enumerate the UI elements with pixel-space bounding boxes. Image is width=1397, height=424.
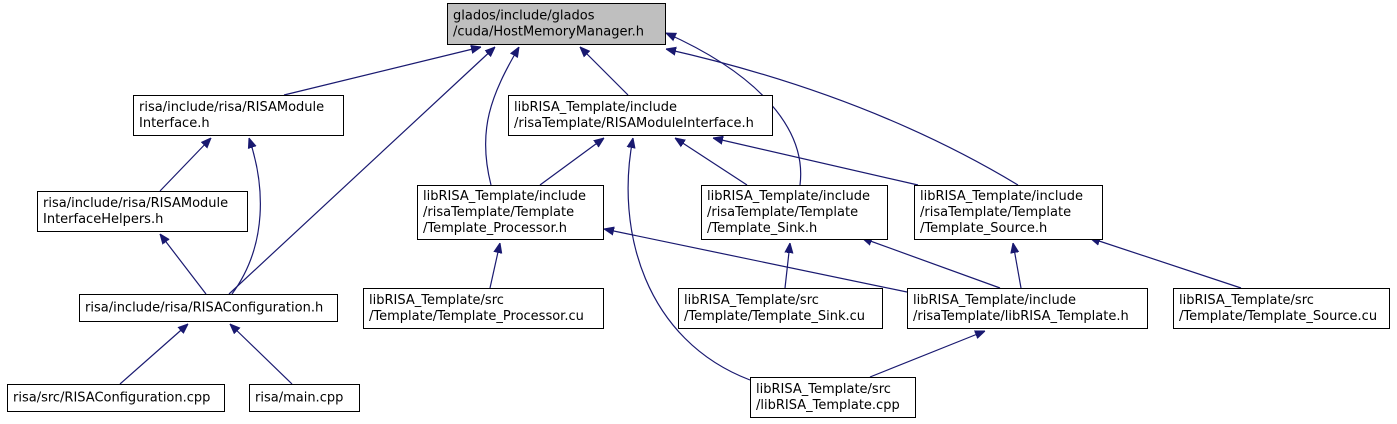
node-box <box>133 95 344 136</box>
node-label-line: libRISA_Template/include <box>707 189 870 204</box>
node-box <box>914 185 1103 240</box>
node-box <box>750 377 916 418</box>
edge-librisa_tmpl_h-to-tmpl_sink_h <box>862 238 1001 289</box>
edge-tmpl_source_h-to-hostmem <box>666 49 1019 186</box>
node-label-line: /risaTemplate/Template <box>423 205 574 220</box>
node-box <box>363 288 604 329</box>
node-risa_config_cpp[interactable]: risa/src/RISAConfiguration.cpp <box>7 384 225 412</box>
node-box <box>701 185 888 240</box>
node-box <box>417 185 604 240</box>
edge-tmpl_sink_cu-to-tmpl_sink_h <box>785 243 790 289</box>
node-label-line: libRISA_Template/src <box>684 293 819 308</box>
node-librisa_tmpl_cpp[interactable]: libRISA_Template/src/libRISA_Template.cp… <box>750 377 916 418</box>
node-label-line: /risaTemplate/RISAModuleInterface.h <box>514 116 754 131</box>
node-label-line: libRISA_Template/include <box>514 100 677 115</box>
node-label-line: glados/include/glados <box>453 9 595 24</box>
node-label-line: libRISA_Template/src <box>1179 293 1314 308</box>
node-box <box>79 294 338 322</box>
node-box <box>678 288 883 329</box>
node-label-line: /Template/Template_Processor.cu <box>369 309 584 324</box>
node-tmpl_source_h[interactable]: libRISA_Template/include/risaTemplate/Te… <box>914 185 1103 240</box>
node-label-line: risa/src/RISAConfiguration.cpp <box>13 391 210 406</box>
edge-tmpl_processor_h-to-hostmem <box>485 47 519 186</box>
node-label-line: /risaTemplate/Template <box>920 205 1071 220</box>
node-label-line: risa/include/risa/RISAModule <box>43 196 228 211</box>
node-risa_module_if[interactable]: risa/include/risa/RISAModuleInterface.h <box>133 95 344 136</box>
edge-tmpl_source_h-to-tmpl_module_if <box>713 138 919 186</box>
node-tmpl_module_if[interactable]: libRISA_Template/include/risaTemplate/RI… <box>508 95 773 136</box>
node-label-line: libRISA_Template/include <box>920 189 1083 204</box>
node-label-line: /libRISA_Template.cpp <box>756 398 900 413</box>
node-label-line: InterfaceHelpers.h <box>43 212 163 227</box>
edge-risa_config_h-to-risa_module_helpers <box>160 234 207 295</box>
node-label-line: /cuda/HostMemoryManager.h <box>453 25 644 40</box>
edge-risa_config_h-to-hostmem <box>228 47 495 295</box>
edge-tmpl_source_cu-to-tmpl_source_h <box>1090 238 1242 289</box>
file-nodes: glados/include/glados/cuda/HostMemoryMan… <box>7 3 1390 418</box>
node-box <box>907 288 1148 329</box>
node-label-line: /Template_Source.h <box>920 221 1047 236</box>
node-hostmem[interactable]: glados/include/glados/cuda/HostMemoryMan… <box>447 3 666 45</box>
node-label-line: risa/include/risa/RISAModule <box>139 100 324 115</box>
node-tmpl_sink_h[interactable]: libRISA_Template/include/risaTemplate/Te… <box>701 185 888 240</box>
node-label-line: libRISA_Template/src <box>756 382 891 397</box>
node-label-line: libRISA_Template/src <box>369 293 504 308</box>
node-tmpl_source_cu[interactable]: libRISA_Template/src/Template/Template_S… <box>1173 288 1390 329</box>
node-box <box>447 3 666 45</box>
node-box <box>249 384 360 412</box>
node-label-line: libRISA_Template/include <box>423 189 586 204</box>
node-label-line: Interface.h <box>139 116 210 131</box>
node-box <box>1173 288 1390 329</box>
node-tmpl_processor_h[interactable]: libRISA_Template/include/risaTemplate/Te… <box>417 185 604 240</box>
node-box <box>508 95 773 136</box>
node-box <box>37 191 248 232</box>
node-risa_main[interactable]: risa/main.cpp <box>249 384 360 412</box>
edge-risa_module_helpers-to-risa_module_if <box>159 138 211 192</box>
node-label-line: /Template/Template_Sink.cu <box>684 309 865 324</box>
node-risa_config_h[interactable]: risa/include/risa/RISAConfiguration.h <box>79 294 338 322</box>
node-tmpl_sink_cu[interactable]: libRISA_Template/src/Template/Template_S… <box>678 288 883 329</box>
node-librisa_tmpl_h[interactable]: libRISA_Template/include/risaTemplate/li… <box>907 288 1148 329</box>
edge-librisa_tmpl_cpp-to-librisa_tmpl_h <box>869 330 985 378</box>
edge-librisa_tmpl_h-to-tmpl_source_h <box>1013 243 1022 289</box>
node-label-line: /risaTemplate/Template <box>707 205 858 220</box>
node-tmpl_processor_cu[interactable]: libRISA_Template/src/Template/Template_P… <box>363 288 604 329</box>
edge-librisa_tmpl_cpp-to-tmpl_module_if <box>628 138 751 381</box>
node-label-line: risa/include/risa/RISAConfiguration.h <box>85 301 323 316</box>
node-label-line: libRISA_Template/include <box>913 293 1076 308</box>
edge-tmpl_processor_h-to-tmpl_module_if <box>539 138 604 186</box>
node-label-line: /Template_Sink.h <box>707 221 817 236</box>
node-risa_module_helpers[interactable]: risa/include/risa/RISAModuleInterfaceHel… <box>37 191 248 232</box>
edge-risa_config_h-to-risa_module_if <box>231 138 261 295</box>
edge-librisa_tmpl_h-to-tmpl_processor_h <box>604 229 908 293</box>
node-label-line: /risaTemplate/libRISA_Template.h <box>913 309 1129 324</box>
node-box <box>7 384 225 412</box>
edge-tmpl_module_if-to-hostmem <box>580 47 629 96</box>
dependency-edges <box>119 33 1242 385</box>
node-label-line: risa/main.cpp <box>255 391 343 406</box>
edge-tmpl_sink_h-to-tmpl_module_if <box>675 138 748 186</box>
edge-tmpl_processor_cu-to-tmpl_processor_h <box>489 243 500 289</box>
edge-risa_module_if-to-hostmem <box>283 47 481 96</box>
node-label-line: /Template/Template_Source.cu <box>1179 309 1377 324</box>
edge-risa_main-to-risa_config_h <box>230 324 293 385</box>
edge-risa_config_cpp-to-risa_config_h <box>119 324 188 385</box>
node-label-line: /Template_Processor.h <box>423 221 567 236</box>
